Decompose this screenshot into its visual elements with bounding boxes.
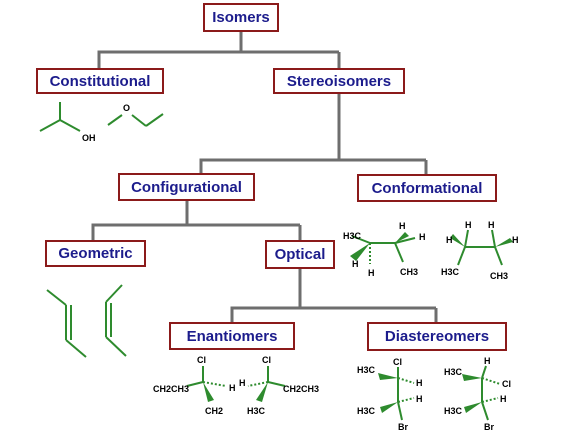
- svg-text:Br: Br: [398, 422, 408, 432]
- svg-text:H: H: [352, 259, 359, 269]
- svg-text:H: H: [512, 235, 519, 245]
- svg-text:CH2: CH2: [205, 406, 223, 416]
- svg-text:H3C: H3C: [444, 367, 463, 377]
- svg-text:H: H: [416, 378, 423, 388]
- svg-text:Br: Br: [484, 422, 494, 432]
- methoxyethane-structure: O: [107, 103, 164, 127]
- isopropanol-structure: OH: [39, 102, 96, 143]
- svg-text:H: H: [484, 356, 491, 366]
- svg-text:Cl: Cl: [502, 379, 511, 389]
- svg-text:H: H: [488, 220, 495, 230]
- svg-text:H: H: [500, 394, 507, 404]
- atom-o: O: [123, 103, 130, 113]
- svg-text:H3C: H3C: [357, 406, 376, 416]
- svg-text:CH3: CH3: [400, 267, 418, 277]
- node-geometric: Geometric: [45, 240, 146, 267]
- svg-text:H: H: [399, 221, 406, 231]
- node-constitutional: Constitutional: [36, 68, 164, 94]
- diastereomer-structure-2: H H3C Cl H H3C Br: [444, 356, 511, 432]
- node-conformational: Conformational: [357, 174, 497, 202]
- cis-alkene-structure: [105, 284, 127, 357]
- node-stereoisomers: Stereoisomers: [273, 68, 405, 94]
- svg-text:H3C: H3C: [247, 406, 266, 416]
- conformer-structure-2: H H H H H3C CH3: [441, 220, 519, 281]
- svg-text:Cl: Cl: [197, 355, 206, 365]
- node-optical: Optical: [265, 240, 335, 269]
- svg-text:H3C: H3C: [343, 231, 362, 241]
- enantiomer-structure-1: Cl CH2CH3 H CH2: [153, 355, 236, 416]
- svg-text:H: H: [239, 378, 246, 388]
- svg-text:H: H: [229, 383, 236, 393]
- svg-text:H3C: H3C: [357, 365, 376, 375]
- svg-text:CH2CH3: CH2CH3: [283, 384, 319, 394]
- svg-text:CH3: CH3: [490, 271, 508, 281]
- svg-text:Cl: Cl: [262, 355, 271, 365]
- svg-text:Cl: Cl: [393, 357, 402, 367]
- diastereomer-structure-1: Cl H3C H H H3C Br: [357, 357, 423, 432]
- node-configurational: Configurational: [118, 173, 255, 201]
- svg-text:H: H: [446, 235, 453, 245]
- svg-text:H3C: H3C: [441, 267, 460, 277]
- svg-text:H: H: [465, 220, 472, 230]
- node-enantiomers: Enantiomers: [169, 322, 295, 350]
- node-diastereomers: Diastereomers: [367, 322, 507, 351]
- svg-text:H3C: H3C: [444, 406, 463, 416]
- svg-text:H: H: [368, 268, 375, 278]
- svg-text:H: H: [419, 232, 426, 242]
- atom-oh: OH: [82, 133, 96, 143]
- node-isomers: Isomers: [203, 3, 279, 32]
- conformer-structure-1: H3C H H H H CH3: [343, 221, 426, 278]
- svg-text:CH2CH3: CH2CH3: [153, 384, 189, 394]
- trans-alkene-structure: [46, 289, 87, 358]
- svg-text:H: H: [416, 394, 423, 404]
- enantiomer-structure-2: Cl H CH2CH3 H3C: [239, 355, 319, 416]
